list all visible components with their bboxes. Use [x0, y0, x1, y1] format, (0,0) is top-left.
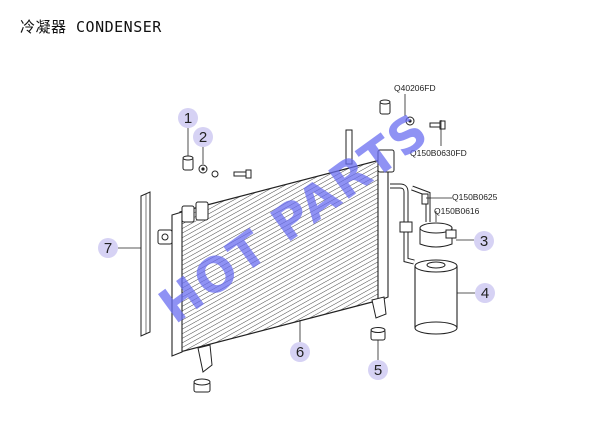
- callout-2: 2: [193, 127, 213, 147]
- svg-text:4: 4: [481, 285, 489, 302]
- callout-5: 5: [368, 360, 388, 380]
- receiver-bracket: [419, 222, 457, 248]
- condenser-core: [157, 129, 395, 373]
- lower-grommet-5: [370, 327, 386, 341]
- lower-grommet-left: [193, 378, 211, 393]
- part-code-q150b0630fd: Q150B0630FD: [410, 148, 467, 158]
- part-code-q150b0625: Q150B0625: [452, 192, 498, 202]
- cushion-2: [198, 164, 219, 178]
- callout-1: 1: [178, 108, 198, 128]
- callouts: 1 2 3 4 5 6 7: [98, 108, 495, 380]
- bolt-upper-left: [233, 169, 252, 179]
- upper-grommet-1: [182, 155, 194, 171]
- bolt-upper-right: [429, 120, 446, 130]
- svg-text:1: 1: [184, 110, 192, 127]
- callout-4: 4: [475, 283, 495, 303]
- svg-text:2: 2: [199, 129, 207, 146]
- side-seal-strip: [140, 191, 151, 337]
- callout-7: 7: [98, 238, 118, 258]
- bolt-pipe-clamp: [421, 193, 429, 205]
- callout-3: 3: [474, 231, 494, 251]
- part-code-q40206fd: Q40206FD: [394, 83, 436, 93]
- page-title: 冷凝器 CONDENSER: [20, 18, 162, 36]
- part-code-q150b0616: Q150B0616: [434, 206, 480, 216]
- part-codes: Q40206FD Q150B0630FD Q150B0625 Q150B0616: [394, 83, 498, 216]
- receiver-drier: [414, 259, 458, 335]
- svg-text:5: 5: [374, 362, 382, 379]
- svg-text:7: 7: [104, 240, 112, 257]
- leader-lines: [118, 94, 475, 360]
- svg-text:3: 3: [480, 233, 488, 250]
- upper-grommet-right: [379, 99, 415, 126]
- svg-text:6: 6: [296, 344, 304, 361]
- callout-6: 6: [290, 342, 310, 362]
